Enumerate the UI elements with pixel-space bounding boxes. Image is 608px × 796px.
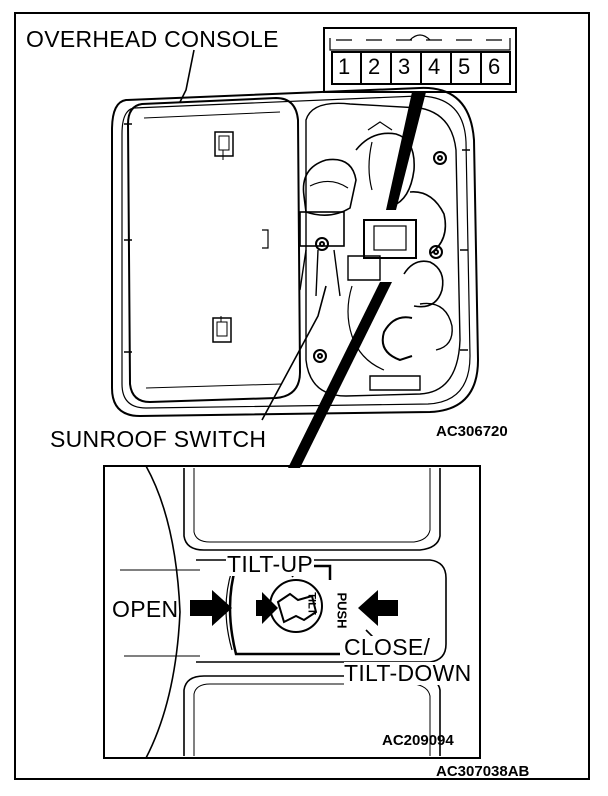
connector-pin-1: 1 bbox=[338, 54, 351, 79]
connector-pin-5: 5 bbox=[458, 54, 471, 79]
open-label: OPEN bbox=[112, 596, 179, 622]
tilt-up-arrow-icon bbox=[256, 592, 278, 624]
overhead-console-illustration bbox=[111, 49, 480, 421]
figure-code-top: AC306720 bbox=[436, 423, 508, 440]
inset-pointer bbox=[288, 282, 392, 468]
close-label-line1: CLOSE/ bbox=[344, 634, 431, 660]
connector-pin-4: 4 bbox=[428, 54, 441, 79]
connector-pointer bbox=[386, 92, 426, 210]
connector-pin-6: 6 bbox=[488, 54, 501, 79]
figure-frame bbox=[14, 12, 590, 780]
figure-code-inset: AC209094 bbox=[382, 732, 454, 749]
direction-arrows bbox=[190, 590, 398, 626]
figure-code-main: AC307038AB bbox=[436, 763, 530, 780]
tilt-label: TILT bbox=[305, 592, 318, 615]
open-arrow-icon bbox=[190, 590, 232, 626]
close-arrow-icon bbox=[358, 590, 398, 626]
connector-pin-3: 3 bbox=[398, 54, 411, 79]
overhead-console-label: OVERHEAD CONSOLE bbox=[26, 26, 279, 52]
tilt-up-label: TILT-UP bbox=[226, 551, 315, 577]
sunroof-switch-label: SUNROOF SWITCH bbox=[50, 426, 267, 452]
push-label: PUSH bbox=[334, 592, 350, 629]
connector-pin-2: 2 bbox=[368, 54, 381, 79]
tilt-down-label-line2: TILT-DOWN bbox=[344, 660, 472, 686]
